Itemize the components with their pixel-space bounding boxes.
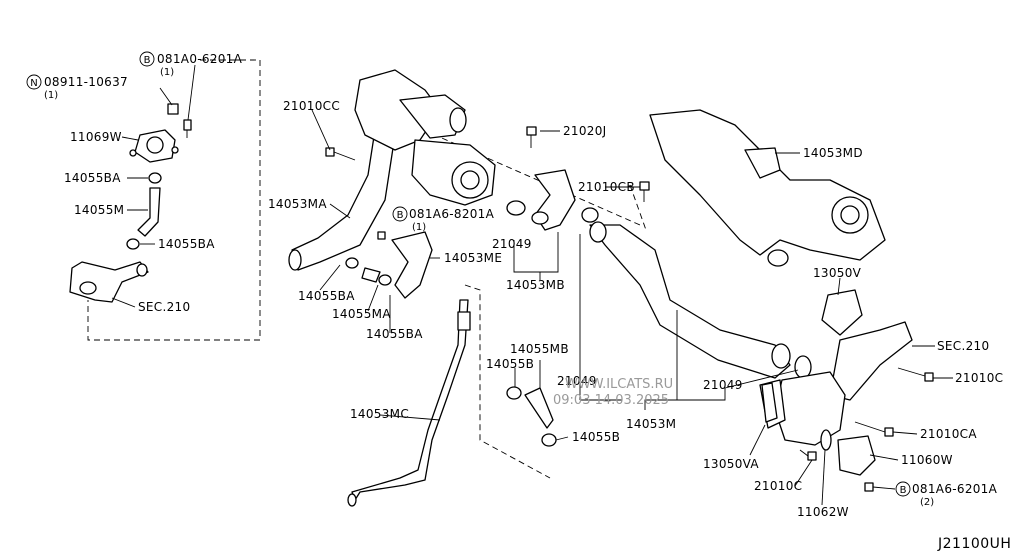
label-14055mb: 14055MB <box>510 342 569 356</box>
module-14053md <box>649 109 886 267</box>
pipe-14053mc <box>347 299 471 507</box>
label-21010c-a: 21010C <box>955 371 1003 385</box>
gasket-11062w <box>820 429 832 451</box>
label-08911-10637: 08911-10637 <box>44 75 128 89</box>
svg-text:N: N <box>30 78 37 89</box>
label-21049-b: 21049 <box>557 374 597 388</box>
bolt-081a6-8201a <box>377 231 386 240</box>
pipe-14053m <box>589 221 791 379</box>
label-14055m: 14055M <box>74 203 124 217</box>
watermark-site: WWW.ILCATS.RU <box>565 377 673 392</box>
bolts-lower-right <box>799 367 934 492</box>
diagram-code: J21100UH <box>937 536 1011 552</box>
leader-lines <box>111 64 953 506</box>
label-14053md: 14053MD <box>803 146 863 160</box>
svg-text:B: B <box>144 55 151 66</box>
svg-text:B: B <box>900 485 907 496</box>
label-21010c-b: 21010C <box>754 479 802 493</box>
label-14055b-b: 14055B <box>572 430 620 444</box>
bolt-21020j <box>526 126 537 148</box>
label-14053ma: 14053MA <box>268 197 327 211</box>
label-sec210-a: SEC.210 <box>138 300 190 314</box>
part-labels: 08911-10637 (1) 081A0-6201A (1) 11069W 1… <box>44 52 1003 519</box>
label-21020j: 21020J <box>563 124 607 138</box>
thermostat-housing-11069w <box>129 129 179 163</box>
label-14055ba-c: 14055BA <box>298 289 355 303</box>
label-081a6-8201a: 081A6-8201A <box>409 207 495 221</box>
label-sec210-b: SEC.210 <box>937 339 989 353</box>
thermostat-housing-center <box>354 69 467 151</box>
label-13050va: 13050VA <box>703 457 759 471</box>
water-pump <box>411 139 496 206</box>
label-21010ca: 21010CA <box>920 427 977 441</box>
left-group-box <box>87 59 647 479</box>
hose-14055m <box>137 187 161 237</box>
marker-b-081a0: B <box>139 51 155 67</box>
label-14055ba-d: 14055BA <box>366 327 423 341</box>
label-14055ma: 14055MA <box>332 307 391 321</box>
label-081a6-6201a-qty: (2) <box>920 497 934 508</box>
label-14053mc: 14053MC <box>350 407 409 421</box>
water-outlet-11060w <box>837 435 876 476</box>
label-11060w: 11060W <box>901 453 953 467</box>
hose-14055mb <box>506 386 557 447</box>
label-08911-qty: (1) <box>44 90 58 101</box>
pipe-sec210-left <box>69 261 149 303</box>
label-081a0-qty: (1) <box>160 67 174 78</box>
svg-text:B: B <box>397 210 404 221</box>
label-11062w: 11062W <box>797 505 849 519</box>
label-14055ba-b: 14055BA <box>158 237 215 251</box>
gasket-13050va <box>761 382 778 423</box>
watermark: WWW.ILCATS.RU 09:03 14.03.2025 <box>553 377 673 408</box>
label-081a6-6201a: 081A6-6201A <box>912 482 998 496</box>
gasket-21049-a <box>506 200 599 223</box>
clamp-14055ba-a <box>148 172 162 184</box>
gasket-21049-c <box>794 355 812 379</box>
clamp-14055ba-b <box>126 238 140 250</box>
label-14053mb: 14053MB <box>506 278 565 292</box>
label-13050v: 13050V <box>813 266 862 280</box>
clamps-14055ba-cd <box>345 257 392 286</box>
label-21049-a: 21049 <box>492 237 532 251</box>
pipe-14053me <box>391 231 433 299</box>
gasket-13050v <box>821 289 863 336</box>
watermark-timestamp: 09:03 14.03.2025 <box>553 393 669 408</box>
label-14053me: 14053ME <box>444 251 502 265</box>
label-081a0-6201a: 081A0-6201A <box>157 52 243 66</box>
bolt-21010cb <box>639 181 650 202</box>
label-21049-c: 21049 <box>703 378 743 392</box>
marker-b-081a6-6201a: B <box>895 481 911 497</box>
label-081a6-8201a-qty: (1) <box>412 222 426 233</box>
label-14055b-a: 14055B <box>486 357 534 371</box>
label-14055ba-a: 14055BA <box>64 171 121 185</box>
label-11069w: 11069W <box>70 130 122 144</box>
bolt-top-left <box>167 103 192 138</box>
label-14053m: 14053M <box>626 417 676 431</box>
bolt-21010cc <box>325 147 356 161</box>
label-21010cc: 21010CC <box>283 99 340 113</box>
hose-14053mb <box>531 169 576 231</box>
marker-n-08911: N <box>26 74 42 90</box>
label-21010cb: 21010CB <box>578 180 635 194</box>
marker-b-081a6-8201a: B <box>392 206 408 222</box>
